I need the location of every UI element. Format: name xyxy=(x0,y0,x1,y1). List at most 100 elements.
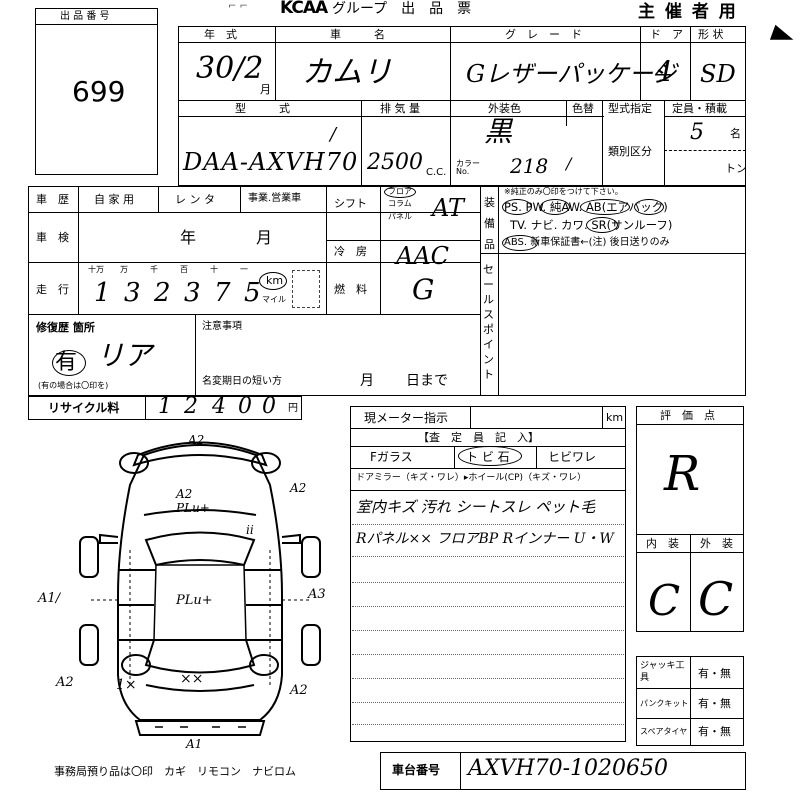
mark-a2-top: A2 xyxy=(188,433,205,447)
expiry-day: 日まで xyxy=(406,373,448,389)
color-change-label: 色替 xyxy=(572,102,594,115)
capacity-label: 定員・積載 xyxy=(672,102,727,115)
mark-a3-right: A3 xyxy=(308,587,326,602)
inspector-box xyxy=(350,406,626,742)
repair-label: 修復歴 箇所 xyxy=(36,321,95,334)
lot-number-label: 出 品 番 号 xyxy=(60,11,110,22)
odometer-digits: 十万 万 千 百 十 一 1 3 2 3 7 5 xyxy=(84,264,261,312)
puncture-kit-label: パンクキット xyxy=(640,699,689,708)
cc-unit: C.C. xyxy=(426,167,447,178)
history-label: 車 歴 xyxy=(36,193,69,206)
color-slash: / xyxy=(566,154,572,173)
business-use: 事業.営業車 xyxy=(248,193,302,204)
ac-value: AAC xyxy=(396,242,450,270)
shift-option-panel: パネル xyxy=(388,212,412,221)
recycle-label: リサイクル料 xyxy=(48,401,120,415)
mile-unit: マイル xyxy=(262,295,286,304)
color-label: 外装色 xyxy=(488,102,521,115)
year-label: 年 式 xyxy=(204,28,237,41)
year-value: 30/2 xyxy=(196,51,264,86)
leather-circle xyxy=(586,217,618,233)
inspection-year-unit: 年 xyxy=(180,228,197,247)
yen-unit: 円 xyxy=(288,403,298,414)
shift-option-column: コラム xyxy=(388,199,412,208)
inspector-note: 室内キズ 汚れ シートスレ ペット毛 xyxy=(356,498,596,516)
odometer-digit: 3 xyxy=(124,278,141,308)
jack-value: 有・無 xyxy=(698,667,731,680)
model-value: DAA-AXVH70 xyxy=(183,148,359,176)
abs-circle xyxy=(502,235,538,251)
digit-label: 百 xyxy=(180,265,188,274)
color-no-value: 218 xyxy=(510,154,549,178)
month-unit: 月 xyxy=(260,83,271,96)
digit-label: 十万 xyxy=(88,265,104,274)
km-circle xyxy=(259,272,287,290)
score-label: 評 価 点 xyxy=(660,409,715,422)
aw-circle xyxy=(580,199,630,215)
fuel-label: 燃 料 xyxy=(334,283,367,296)
mark-pt-roof: PLu+ xyxy=(176,593,213,608)
inspector-section-label: 【査 定 員 記 入】 xyxy=(418,431,539,444)
mileage-aux-box xyxy=(292,270,320,308)
mark-a2-left-rear: A2 xyxy=(56,675,74,690)
inspection-label: 車 検 xyxy=(36,231,69,244)
odometer-digit: 7 xyxy=(214,278,231,308)
recycle-box xyxy=(28,396,302,420)
repair-note: (有の場合は〇印を) xyxy=(38,381,109,390)
ps-circle xyxy=(502,199,532,215)
lot-number-box xyxy=(35,8,158,175)
mark-a1-left: A1/ xyxy=(38,591,61,606)
repair-yes-circle xyxy=(52,350,86,376)
history-box xyxy=(28,186,746,396)
rental-use: レ ン タ xyxy=(175,193,215,206)
digit-label: 一 xyxy=(240,265,248,274)
shift-value: AT xyxy=(432,194,465,222)
spare-tire-value: 有・無 xyxy=(698,725,731,738)
office-items: 事務局預り品は〇印 カギ リモコン ナビロム xyxy=(54,765,296,778)
capacity-unit: 名 xyxy=(730,127,741,140)
mark-a1-bottom: A1 xyxy=(186,737,203,751)
ab-circle xyxy=(634,199,664,215)
ac-label: 冷 房 xyxy=(334,245,367,258)
puncture-kit-value: 有・無 xyxy=(698,697,731,710)
grade-label: グ レ ー ド xyxy=(505,28,582,41)
load-unit: トン xyxy=(725,162,747,175)
kcaa-logo: KCAA xyxy=(280,0,328,18)
mark-a2-right-rear: A2 xyxy=(290,683,308,698)
meter-label: 現メーター指示 xyxy=(364,411,449,425)
mark-ii: ii xyxy=(246,523,254,537)
vehicle-info-box xyxy=(178,26,746,186)
chassis-box xyxy=(380,752,746,790)
repair-value: 有 xyxy=(55,350,78,375)
doors-value: 4 xyxy=(655,55,673,88)
odometer-digit: 3 xyxy=(184,278,201,308)
car-damage-diagram xyxy=(79,441,321,736)
meter-km: km xyxy=(606,411,624,424)
classification-label: 類別区分 xyxy=(608,145,652,158)
exterior-score: C xyxy=(698,572,734,626)
car-name-label: 車 名 xyxy=(330,28,385,41)
mark-a2-right-front: A2 xyxy=(290,481,307,495)
recycle-digit: 0 xyxy=(238,394,252,419)
f-glass-label: Fガラス xyxy=(370,450,413,464)
digit-label: 千 xyxy=(150,265,158,274)
body-type-label: 形 状 xyxy=(698,28,724,41)
score-value: R xyxy=(664,446,701,502)
body-type-value: SD xyxy=(700,60,736,88)
inspection-month-unit: 月 xyxy=(256,228,273,247)
expiry-month: 月 xyxy=(360,373,374,389)
chassis-label: 車台番号 xyxy=(392,763,441,777)
short-expiry-label: 名変期日の短い方 xyxy=(202,376,282,387)
repair-location: リア xyxy=(96,339,153,372)
jack-label: ジャッキ工 具 xyxy=(640,661,694,683)
shift-label: シフト xyxy=(334,197,367,210)
shift-floor-circle xyxy=(384,186,416,198)
equipment-note: ※純正のみ〇印をつけて下さい。 xyxy=(504,187,623,196)
displacement-label: 排 気 量 xyxy=(380,102,420,115)
interior-score: C xyxy=(648,576,681,625)
km-unit: km xyxy=(266,274,284,287)
grade-value: Gレザーパッケージ xyxy=(466,60,677,88)
recycle-digit: 1 xyxy=(158,394,172,419)
interior-label: 内 装 xyxy=(646,537,679,550)
odometer-digit: 5 xyxy=(244,278,261,308)
